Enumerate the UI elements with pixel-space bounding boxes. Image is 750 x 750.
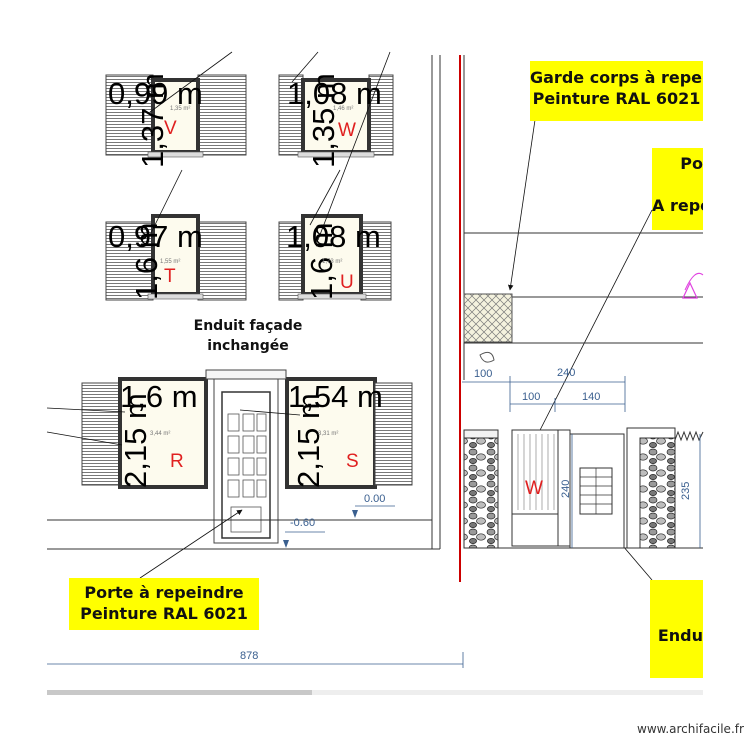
gate-label: W <box>525 478 543 499</box>
annotation-garde-corps: Garde corps à repeind Peinture RAL 6021 <box>530 61 703 121</box>
window-R-frame <box>81 377 208 489</box>
window-S-width: 1,54 m <box>288 379 383 414</box>
dimension-140: 140 <box>582 391 601 403</box>
annotation-porte: Porte à repeindre Peinture RAL 6021 <box>69 578 259 630</box>
annotation-bottom-right-line-1: Endu <box>657 626 703 645</box>
annotation-top-right: Po A repe <box>652 148 703 230</box>
horizontal-scrollbar[interactable] <box>47 690 703 695</box>
dimension-100-top: 100 <box>474 368 493 380</box>
window-S-area: 3,31 m² <box>318 431 339 437</box>
dimension-lines <box>47 376 701 668</box>
scrollbar-thumb[interactable] <box>47 690 312 695</box>
dimension-100: 100 <box>522 391 541 403</box>
dimension-total: 878 <box>240 650 259 662</box>
window-T-width: 0,97 m <box>108 219 203 254</box>
dimension-240-height: 240 <box>560 479 572 498</box>
window-T-frame <box>105 214 247 301</box>
entrance-door <box>205 369 287 544</box>
window-U-frame <box>278 214 392 301</box>
window-R-width: 1,6 m <box>120 379 198 414</box>
dimension-240-top: 240 <box>557 367 576 379</box>
window-U-width: 1,08 m <box>286 219 381 254</box>
window-S-label: S <box>346 451 359 472</box>
watermark: www.archifacile.fr <box>637 722 744 736</box>
window-W-height: 1,35 m <box>306 73 341 168</box>
level-negative: -0.60 <box>290 517 316 529</box>
window-W-width: 1,08 m <box>287 76 382 111</box>
window-R-label: R <box>170 451 184 472</box>
window-S-frame <box>285 377 413 489</box>
annotation-garde-corps-line-2: Peinture RAL 6021 <box>532 89 701 108</box>
window-V-area: 1,35 m² <box>170 106 191 112</box>
label-enduit-facade-line-1: Enduit façade <box>193 318 303 334</box>
annotation-porte-line-1: Porte à repeindre <box>84 583 244 602</box>
dimension-235-height: 235 <box>680 481 692 500</box>
window-R-height: 2,15 m <box>118 393 153 488</box>
window-T-label: T <box>164 266 176 287</box>
annotation-garde-corps-line-1: Garde corps à repeind <box>530 68 703 87</box>
annotation-top-right-line-3: A repe <box>652 196 703 215</box>
right-elevation <box>459 55 704 582</box>
facade-lines <box>47 55 441 550</box>
label-enduit-facade-line-2: inchangée <box>207 338 289 354</box>
window-T-height: 1,6 m <box>129 222 164 300</box>
window-R-area: 3,44 m² <box>150 431 171 437</box>
window-V-frame <box>105 74 247 158</box>
level-0: 0.00 <box>364 493 386 505</box>
window-S-height: 2,15 m <box>291 393 326 488</box>
label-enduit-facade: Enduit façade inchangée <box>180 316 316 356</box>
annotation-top-right-line-2 <box>652 174 703 195</box>
window-T-area: 1,55 m² <box>160 259 181 265</box>
annotation-top-right-line-1: Po <box>680 154 703 173</box>
window-U-label: U <box>340 272 354 293</box>
window-W-label: W <box>338 120 356 141</box>
window-W-area: 1,46 m² <box>333 106 354 112</box>
annotation-porte-line-2: Peinture RAL 6021 <box>80 604 248 623</box>
window-V-label: V <box>164 118 177 139</box>
window-V-width: 0,99 m <box>108 76 203 111</box>
window-U-area: 1,73 m² <box>322 259 343 265</box>
annotation-bottom-right: Endu <box>650 580 703 678</box>
